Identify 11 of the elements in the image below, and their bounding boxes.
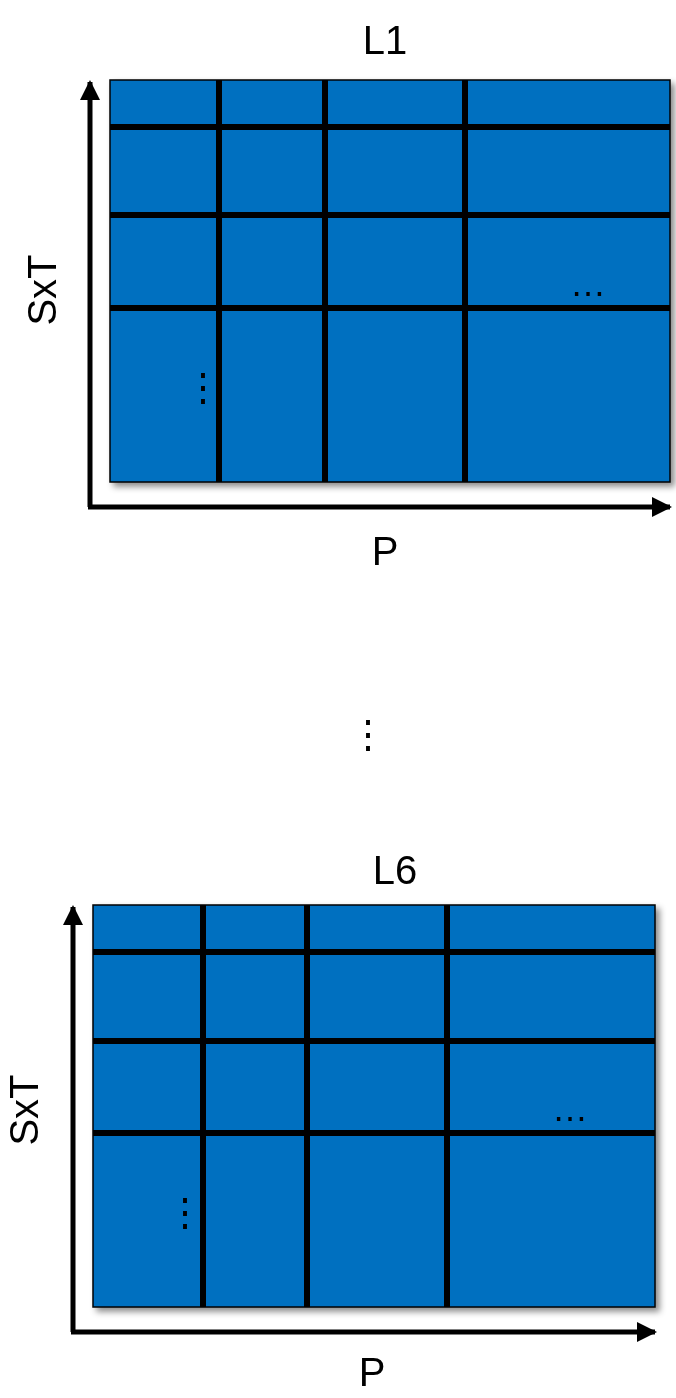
ellipsis: …	[552, 1091, 588, 1127]
axis-label: P	[358, 1352, 386, 1392]
ellipsis: ⋮	[184, 369, 222, 407]
axis-label: P	[371, 531, 399, 571]
axis-label: SxT	[22, 254, 62, 326]
axis-label: SxT	[4, 1074, 44, 1146]
ellipsis: ⋮	[166, 1194, 204, 1232]
panel-title: L6	[372, 850, 418, 890]
panel-title: L1	[362, 20, 408, 60]
ellipsis: ⋮	[349, 716, 387, 754]
ellipsis: …	[570, 266, 606, 302]
